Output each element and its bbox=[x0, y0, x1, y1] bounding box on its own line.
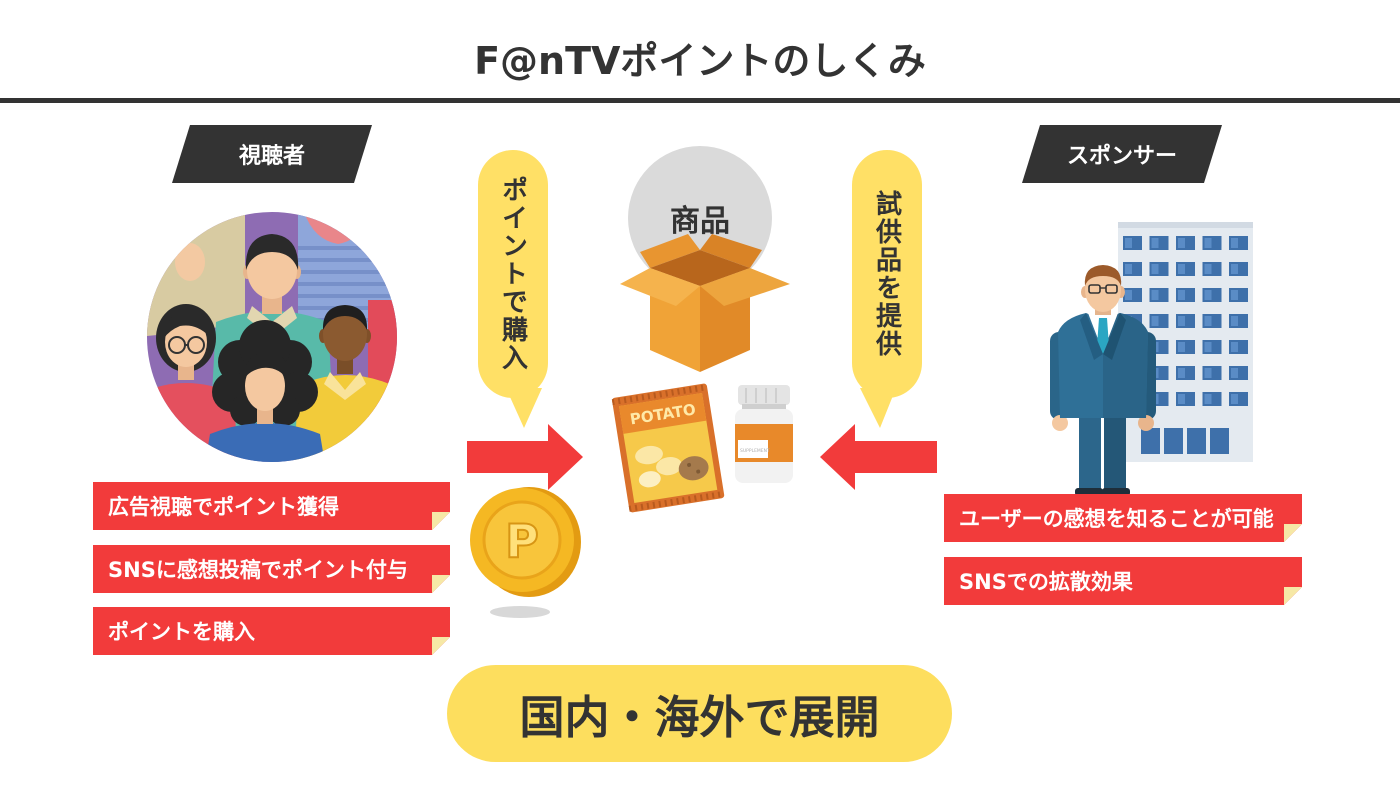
viewer-note: ポイントを購入 bbox=[93, 607, 450, 655]
sponsor-note: ユーザーの感想を知ることが可能 bbox=[944, 494, 1302, 542]
viewer-speech-bubble bbox=[478, 150, 548, 428]
viewer-bubble-text: ポイントで購入 bbox=[497, 176, 528, 372]
arrow-right-icon bbox=[467, 424, 583, 490]
coin-letter: P bbox=[505, 514, 539, 568]
point-coin-icon: P bbox=[470, 487, 581, 618]
viewer-tag: 視聴者 bbox=[172, 125, 372, 183]
potato-chips-icon: POTATO bbox=[611, 383, 725, 513]
sponsor-bubble-text: 試供品を提供 bbox=[871, 190, 902, 358]
product-box-icon bbox=[620, 234, 790, 372]
sponsor-tag: スポンサー bbox=[1022, 125, 1222, 183]
viewer-note: 広告視聴でポイント獲得 bbox=[93, 482, 450, 530]
title-divider bbox=[0, 98, 1400, 103]
viewer-note: SNSに感想投稿でポイント付与 bbox=[93, 545, 450, 593]
sponsor-speech-bubble bbox=[852, 150, 922, 428]
viewer-bubble-text-box: ポイントで購入 bbox=[478, 163, 548, 385]
arrow-left-icon bbox=[820, 424, 937, 490]
supplement-bottle-icon: SUPPLEMENT bbox=[735, 385, 793, 483]
viewers-crowd-illustration bbox=[147, 212, 397, 462]
sponsor-tag-label: スポンサー bbox=[1066, 144, 1177, 169]
viewer-tag-label: 視聴者 bbox=[238, 144, 305, 169]
office-building-icon bbox=[1118, 222, 1253, 462]
footer-banner: 国内・海外で展開 bbox=[447, 665, 952, 762]
page-title: F@nTVポイントのしくみ bbox=[474, 39, 926, 83]
bottle-label-text: SUPPLEMENT bbox=[740, 448, 770, 454]
footer-text: 国内・海外で展開 bbox=[519, 691, 880, 744]
sponsor-bubble-text-box: 試供品を提供 bbox=[852, 163, 922, 385]
product-label: 商品 bbox=[670, 204, 730, 239]
sponsor-note: SNSでの拡散効果 bbox=[944, 557, 1302, 605]
